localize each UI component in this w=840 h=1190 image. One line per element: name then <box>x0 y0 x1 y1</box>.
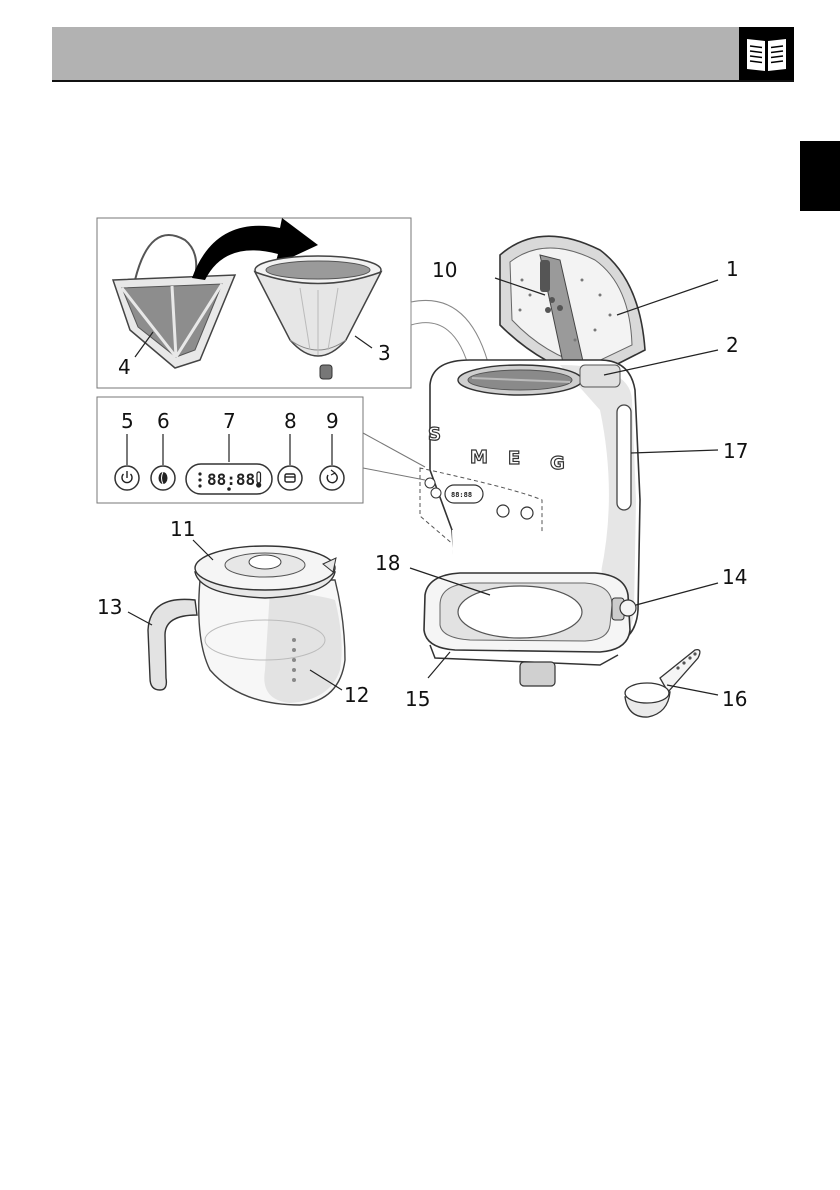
display-readout: 88:88 <box>207 470 255 489</box>
callout-1: 1 <box>726 257 739 281</box>
callout-9: 9 <box>326 409 339 433</box>
callout-3: 3 <box>378 341 391 365</box>
callout-10: 10 <box>432 258 457 282</box>
glass-carafe <box>148 546 345 705</box>
callout-8: 8 <box>284 409 297 433</box>
section-header-bar <box>52 27 794 82</box>
callout-17: 17 <box>723 439 748 463</box>
callout-18: 18 <box>375 551 400 575</box>
callout-2: 2 <box>726 333 739 357</box>
callout-5: 5 <box>121 409 134 433</box>
callout-14: 14 <box>722 565 747 589</box>
callout-12: 12 <box>344 683 369 707</box>
callout-7: 7 <box>223 409 236 433</box>
callout-13: 13 <box>97 595 122 619</box>
callout-16: 16 <box>722 687 747 711</box>
brand-letter-g: G <box>550 453 565 474</box>
open-book-icon <box>739 27 794 80</box>
callout-11: 11 <box>170 517 195 541</box>
timer-button <box>320 466 344 490</box>
control-panel-inset: 5 6 7 88:88 8 <box>97 397 425 503</box>
machine-display-readout: 88:88 <box>451 491 472 499</box>
machine-lid <box>500 236 645 378</box>
callout-6: 6 <box>157 409 170 433</box>
coffee-bean-icon <box>159 472 168 484</box>
brand-letter-e: E <box>508 448 520 469</box>
filter-inset: 4 3 <box>97 218 411 388</box>
cup-button <box>278 466 302 490</box>
callout-15: 15 <box>405 687 430 711</box>
brand-letter-m: M <box>470 447 488 468</box>
brand-letter-s: S <box>428 424 441 445</box>
appliance-diagram: 4 3 5 6 7 88:88 8 <box>0 200 840 720</box>
coffee-machine: S M E G 88:88 <box>411 236 645 686</box>
callout-4: 4 <box>118 355 131 379</box>
measuring-scoop <box>625 650 700 717</box>
